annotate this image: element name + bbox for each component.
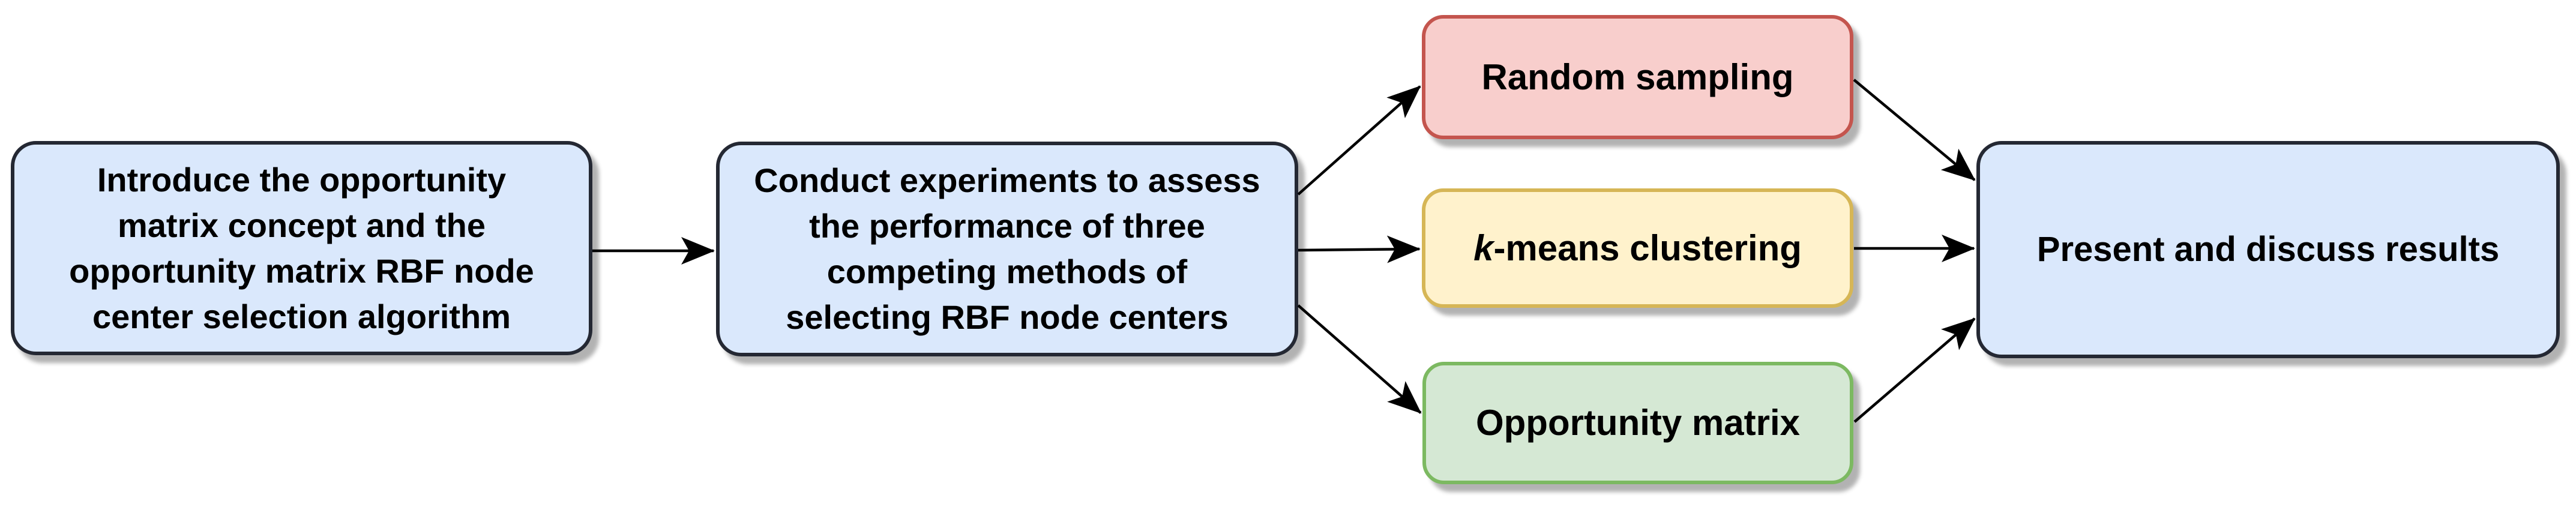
node-text-line: center selection algorithm [92, 297, 511, 335]
edge-experiments-to-opportunity-matrix [1297, 304, 1422, 414]
node-label: Present and discuss results [2036, 230, 2500, 269]
node-text-line: Conduct experiments to assess [754, 161, 1260, 199]
node-opportunity-matrix: Opportunity matrix [1422, 362, 1853, 484]
node-present-results: Present and discuss results [1976, 141, 2560, 358]
node-label: Opportunity matrix [1475, 403, 1801, 443]
node-text-line: competing methods of [826, 253, 1188, 290]
node-text-line: matrix concept and the [117, 206, 486, 244]
kmeans-italic-k: k [1473, 227, 1494, 268]
node-introduce-opportunity-matrix: Introduce the opportunity matrix concept… [11, 141, 592, 355]
edge-random-sampling-to-results [1853, 79, 1976, 181]
node-label: k-means clustering [1473, 227, 1802, 269]
node-text-line: Introduce the opportunity [97, 160, 507, 199]
node-label: Random sampling [1481, 56, 1794, 97]
node-kmeans-clustering: k-means clustering [1422, 188, 1853, 308]
node-text-line: selecting RBF node centers [786, 298, 1229, 336]
kmeans-rest: -means clustering [1493, 227, 1802, 268]
node-random-sampling: Random sampling [1422, 15, 1853, 139]
edge-experiments-to-random-sampling [1297, 85, 1421, 196]
node-text-line: opportunity matrix RBF node [69, 251, 534, 290]
edge-opportunity-matrix-to-results [1853, 317, 1976, 423]
edge-experiments-to-kmeans [1298, 235, 1421, 263]
node-text-line: the performance of three [809, 207, 1205, 245]
node-conduct-experiments: Conduct experiments to assess the perfor… [716, 142, 1298, 356]
